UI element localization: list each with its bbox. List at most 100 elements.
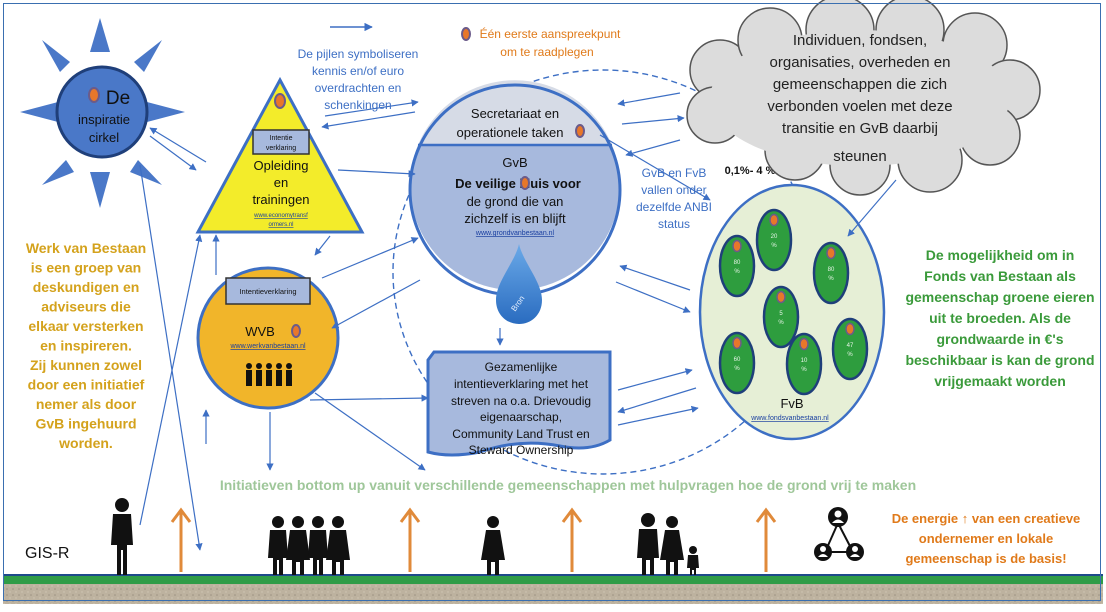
intent-line-6: Steward Ownership xyxy=(469,443,574,457)
gisr-label: GIS-R xyxy=(25,545,69,562)
community-network-icon xyxy=(814,507,864,561)
egg-label-4-1: 5 xyxy=(779,311,783,317)
gvb-circle: Secretariaat en operationele taken GvB D… xyxy=(408,80,622,324)
people-group-four-icon xyxy=(268,516,350,575)
intent-line-4: eigenaarschap, xyxy=(480,410,562,424)
wvb-url[interactable]: www.werkvanbestaan.nl xyxy=(229,343,306,350)
gvb-desc-line-3: zichzelf is en blijft xyxy=(464,211,566,226)
left-text-line-1: Werk van Bestaan xyxy=(26,240,146,256)
left-text-line-2: is een groep van xyxy=(31,260,141,276)
family-icon xyxy=(637,513,699,575)
supporters-cloud: Individuen, fondsen, organisaties, overh… xyxy=(686,0,1041,196)
triangle-badge-line-2: verklaring xyxy=(266,145,296,152)
gvb-title: GvB xyxy=(502,155,527,170)
anbi-line-3: dezelfde ANBI xyxy=(636,200,712,214)
gvb-top-line-2: operationele taken xyxy=(457,125,564,140)
triangle-url-line-2[interactable]: ormers.nl xyxy=(268,222,293,228)
right-text-line-1: De mogelijkheid om in xyxy=(926,247,1075,263)
fvb-title: FvB xyxy=(780,396,803,411)
grass-strip xyxy=(3,575,1103,584)
energy-line-2: ondernemer en lokale xyxy=(919,531,1053,546)
bottom-initiatives-text: Initiatieven bottom up vanuit verschille… xyxy=(220,477,916,493)
intent-line-2: intentieverklaring met het xyxy=(454,377,589,391)
left-text-line-5: elkaar versterken xyxy=(28,318,143,334)
training-triangle: Intentie verklaring Opleiding en trainin… xyxy=(195,76,365,234)
gvb-desc-line-2: de grond die van xyxy=(467,194,564,209)
egg-label-6-1: 10 xyxy=(801,358,808,364)
right-text-line-5: grondwaarde in €'s xyxy=(936,331,1063,347)
triangle-title-line-1: Opleiding xyxy=(254,158,309,173)
sun: De inspiratie cirkel xyxy=(20,18,185,208)
gvb-top-line-1: Secretariaat en xyxy=(471,106,559,121)
legend-contact-line-2: om te raadplegen xyxy=(500,45,593,59)
cloud-line-2: organisaties, overheden en xyxy=(770,54,951,71)
water-drop-icon xyxy=(496,244,542,324)
fvb-url[interactable]: www.fondsvanbestaan.nl xyxy=(750,415,829,422)
right-text-line-6: beschikbaar is kan de grond xyxy=(905,352,1094,368)
right-text-line-3: gemeenschap groene eieren xyxy=(905,289,1094,305)
triangle-title-line-2: en xyxy=(274,175,288,190)
egg-3: 80% xyxy=(812,241,850,305)
fvb-ellipse: 80%20%80%5%60%10%47% FvB www.fondsvanbes… xyxy=(698,183,886,441)
legend-arrows-line-2: kennis en/of euro xyxy=(312,64,404,78)
egg-label-3-2: % xyxy=(828,276,834,282)
egg-label-7-1: 47 xyxy=(847,343,854,349)
sun-line-2: inspiratie xyxy=(78,112,130,127)
egg-label-1-2: % xyxy=(734,269,740,275)
people-group-icon xyxy=(246,363,292,386)
energy-line-1: De energie ↑ van een creatieve xyxy=(892,511,1081,526)
triangle-title-line-3: trainingen xyxy=(252,192,309,207)
egg-1: 80% xyxy=(718,234,756,298)
left-text-line-6: en inspireren. xyxy=(40,338,132,354)
egg-label-2-1: 20 xyxy=(771,234,778,240)
left-text-line-4: adviseurs die xyxy=(41,299,131,315)
right-text-line-7: vrijgemaakt worden xyxy=(934,373,1066,389)
gvb-desc-line-1: De veilige kluis voor xyxy=(455,176,581,191)
person-icon-woman xyxy=(481,516,505,575)
egg-4: 5% xyxy=(762,285,800,349)
wvb-badge: Intentieverklaring xyxy=(239,287,296,296)
egg-label-6-2: % xyxy=(801,367,807,373)
cloud-line-6: steunen xyxy=(833,148,886,165)
right-text-line-4: uit te broeden. Als de xyxy=(929,310,1071,326)
egg-7: 47% xyxy=(831,317,869,381)
egg-label-1-1: 80 xyxy=(734,260,741,266)
left-text-line-10: GvB ingehuurd xyxy=(35,416,136,432)
right-text-block: De mogelijkheid om in Fonds van Bestaan a… xyxy=(905,247,1094,389)
intent-line-3: streven na o.a. Drievoudig xyxy=(451,394,591,408)
person-icon-single xyxy=(111,498,133,575)
soil-strip xyxy=(3,584,1103,604)
legend-contact-line-1: Één eerste aanspreekpunt xyxy=(480,26,621,41)
egg-label-5-1: 60 xyxy=(734,357,741,363)
energy-line-3: gemeenschap is de basis! xyxy=(905,551,1066,566)
intent-line-1: Gezamenlijke xyxy=(485,360,558,374)
left-text-line-8: door een initiatief xyxy=(28,377,145,393)
anbi-line-4: status xyxy=(658,217,690,231)
right-text-line-2: Fonds van Bestaan als xyxy=(924,268,1076,284)
egg-6: 10% xyxy=(785,332,823,396)
left-text-line-11: worden. xyxy=(58,435,113,451)
intent-line-5: Community Land Trust en xyxy=(452,427,589,441)
percentage-label: 0,1%- 4 % xyxy=(725,165,776,177)
egg-5: 60% xyxy=(718,331,756,395)
left-text-block: Werk van Bestaan is een groep van deskundi… xyxy=(26,240,146,451)
left-text-line-9: nemer als door xyxy=(36,396,137,412)
egg-label-3-1: 80 xyxy=(828,267,835,273)
triangle-url-line-1[interactable]: www.economytransf xyxy=(253,213,308,219)
orange-up-arrows xyxy=(170,507,777,572)
cloud-line-1: Individuen, fondsen, xyxy=(793,32,927,49)
egg-label-4-2: % xyxy=(778,320,784,326)
contact-dot-icon xyxy=(461,27,471,41)
gvb-url[interactable]: www.grondvanbestaan.nl xyxy=(475,230,555,237)
egg-2: 20% xyxy=(755,208,793,272)
outer-frame xyxy=(3,3,1101,601)
wvb-circle: Intentieverklaring WVB www.werkvanbestaa… xyxy=(196,266,340,410)
cloud-line-5: transitie en GvB daarbij xyxy=(782,120,938,137)
egg-label-7-2: % xyxy=(847,352,853,358)
intent-box: Gezamenlijke intentieverklaring met het … xyxy=(426,350,612,457)
triangle-badge-line-1: Intentie xyxy=(270,135,293,142)
egg-label-5-2: % xyxy=(734,366,740,372)
left-text-line-3: deskundigen en xyxy=(33,279,140,295)
legend-arrows-line-3: overdrachten en xyxy=(315,81,402,95)
